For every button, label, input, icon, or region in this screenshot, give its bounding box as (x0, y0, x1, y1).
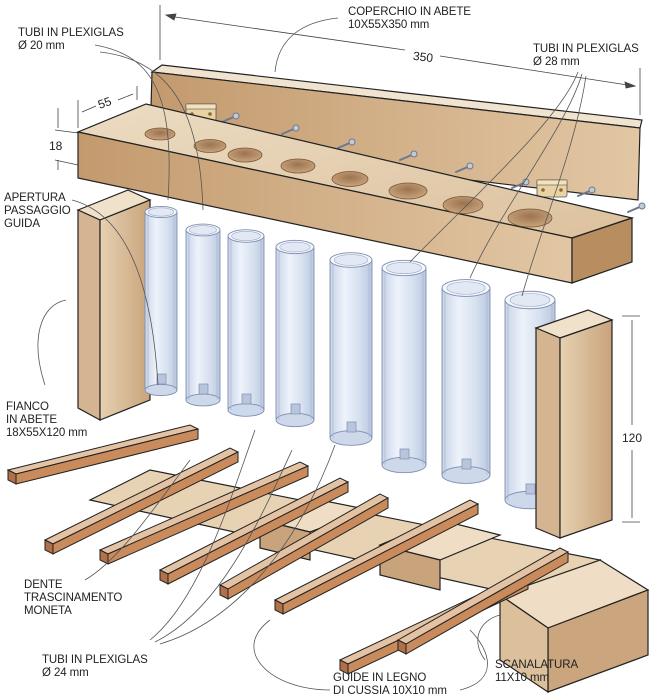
label-tubes-28: TUBI IN PLEXIGLAS Ø 28 mm (533, 43, 639, 69)
screw-8 (627, 202, 646, 213)
hole-3 (227, 147, 263, 163)
top-board-with-holes (75, 103, 635, 284)
dimension-length-text: 350 (412, 48, 434, 66)
tube-notch-7 (461, 458, 472, 470)
label-tubes-20: TUBI IN PLEXIGLAS Ø 20 mm (18, 27, 124, 53)
guide-1 (6, 424, 200, 485)
label-groove-line1: SCANALATURA (495, 659, 579, 671)
hole-8 (507, 208, 553, 228)
label-guides-line2: DI CUSSIA 10X10 mm (333, 685, 447, 697)
label-opening: APERTURA PASSAGGIO GUIDA (4, 192, 71, 231)
hole-4 (280, 158, 316, 174)
dimension-18 (54, 108, 79, 170)
tube-3 (227, 229, 265, 417)
tube-notch-4 (290, 403, 301, 415)
label-guides-line1: GUIDE IN LEGNO (333, 672, 427, 684)
tube-6 (381, 259, 427, 474)
label-groove-line2: 11X10 mm (495, 672, 549, 684)
bracket-right (536, 179, 568, 198)
label-groove: SCANALATURA 11X10 mm (495, 659, 578, 685)
screw-3 (337, 138, 356, 149)
tube-5 (329, 252, 373, 446)
hole-2 (193, 139, 227, 153)
dimension-55 (77, 86, 138, 128)
leader-lines (37, 17, 587, 691)
screw-7 (577, 186, 596, 197)
screw-1 (221, 112, 240, 123)
right-side-panel (534, 309, 614, 539)
label-tubes-28-line2: Ø 28 mm (533, 56, 580, 68)
guide-5 (218, 493, 390, 600)
hole-7 (442, 196, 484, 214)
label-opening-line3: GUIDA (4, 218, 40, 230)
tube-notch-8 (525, 483, 536, 495)
label-tubes-28-line1: TUBI IN PLEXIGLAS (533, 43, 639, 55)
screw-5 (455, 162, 474, 173)
label-tubes-20-line2: Ø 20 mm (18, 40, 65, 52)
dimension-height-text: 120 (622, 431, 643, 445)
label-tubes-20-line1: TUBI IN PLEXIGLAS (18, 27, 124, 39)
label-guides: GUIDE IN LEGNO DI CUSSIA 10X10 mm (333, 672, 447, 698)
label-opening-line1: APERTURA (4, 192, 66, 204)
guide-6 (273, 499, 480, 615)
plexiglass-tubes (144, 205, 556, 510)
label-tooth-line2: TRASCINAMENTO (24, 592, 123, 604)
dimension-120 (622, 315, 640, 523)
screws (221, 112, 646, 213)
guide-8 (396, 547, 570, 655)
hole-5 (331, 171, 369, 187)
wood-guides (6, 424, 570, 675)
tube-1 (144, 205, 178, 397)
label-tooth-line3: MONETA (24, 605, 72, 617)
screw-2 (281, 124, 300, 135)
label-opening-line2: PASSAGGIO (4, 205, 71, 217)
label-lid: COPERCHIO IN ABETE 10X55X350 mm (348, 6, 471, 32)
guide-2 (43, 447, 240, 555)
dimension-350 (159, 5, 641, 115)
hole-6 (388, 182, 428, 200)
tube-4 (275, 239, 315, 428)
label-side-line3: 18X55X120 mm (6, 427, 88, 439)
dimension-thickness-text: 18 (49, 139, 63, 153)
label-side: FIANCO IN ABETE 18X55X120 mm (6, 401, 87, 440)
label-tubes-24: TUBI IN PLEXIGLAS Ø 24 mm (42, 654, 148, 680)
label-lid-line2: 10X55X350 mm (348, 19, 430, 31)
hole-1 (144, 127, 176, 141)
label-side-line2: IN ABETE (6, 414, 57, 426)
tube-notch-2 (198, 383, 209, 395)
screw-4 (399, 150, 418, 161)
label-lid-line1: COPERCHIO IN ABETE (348, 6, 471, 18)
tube-notch-5 (346, 421, 357, 433)
tube-notch-1 (156, 373, 167, 385)
guide-4 (158, 477, 350, 585)
tube-notch-6 (399, 448, 410, 460)
tube-notch-3 (241, 393, 252, 405)
label-tubes-24-line2: Ø 24 mm (42, 667, 89, 679)
left-side-panel (76, 189, 152, 422)
label-tooth: DENTE TRASCINAMENTO MONETA (24, 579, 122, 618)
label-tubes-24-line1: TUBI IN PLEXIGLAS (42, 654, 148, 666)
label-tooth-line1: DENTE (24, 579, 63, 591)
tube-7 (441, 279, 491, 484)
tube-2 (185, 223, 221, 407)
guide-3 (98, 461, 310, 565)
label-side-line1: FIANCO (6, 401, 49, 413)
